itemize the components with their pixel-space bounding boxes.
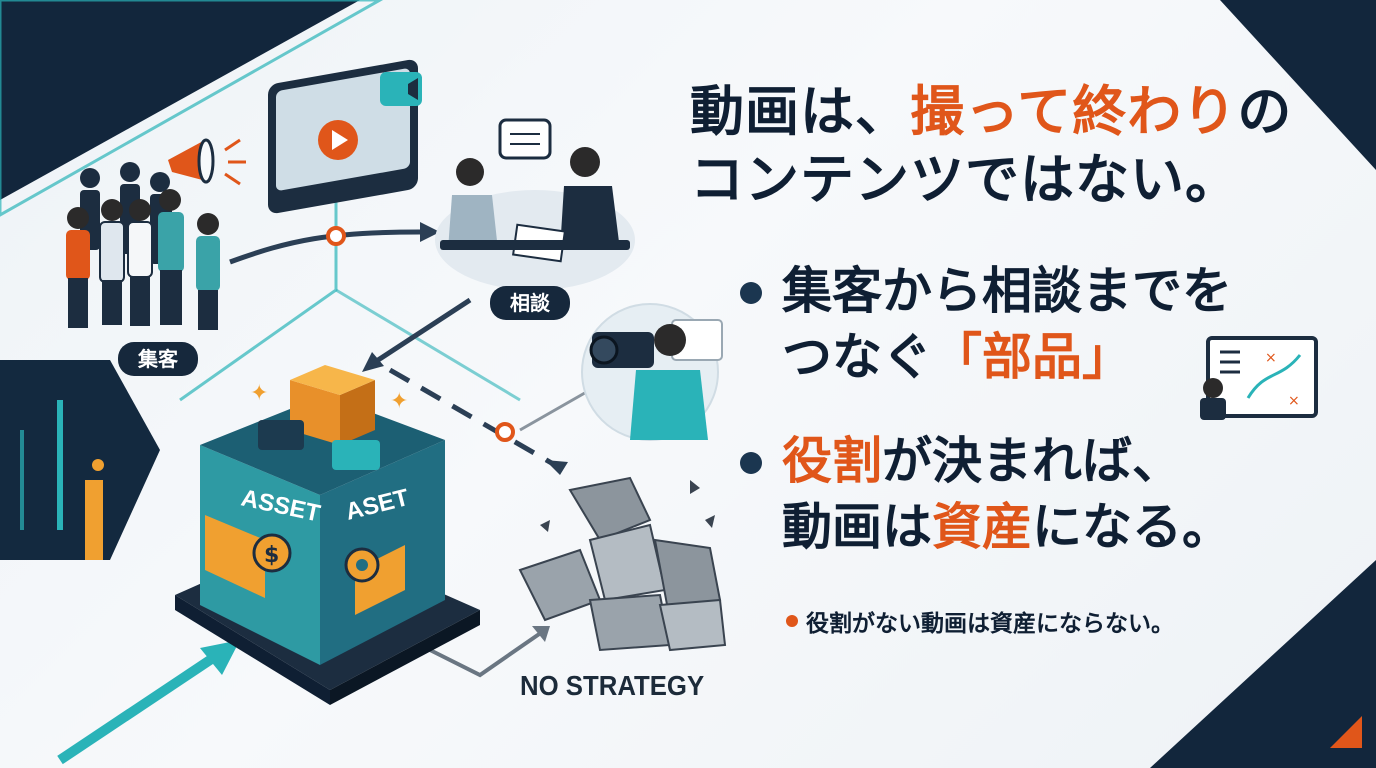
bullet-dot xyxy=(740,282,762,304)
flow-arrowhead xyxy=(362,352,384,372)
flow-line-teal xyxy=(335,288,521,402)
sparkle-icon: ✦ xyxy=(250,381,268,406)
left-hex-panel xyxy=(0,360,160,560)
flow-line-consult-asset xyxy=(373,297,472,365)
svg-text:×: × xyxy=(1265,350,1277,366)
flow-line-attract-consult xyxy=(229,229,421,265)
svg-text:$: $ xyxy=(264,543,279,568)
svg-text:×: × xyxy=(1288,393,1300,409)
headline-highlight: 撮って終わり xyxy=(910,80,1238,143)
bullet-highlight: 「部品」 xyxy=(932,328,1132,386)
bullet-2-line-2: 動画は資産になる。 xyxy=(782,494,1376,560)
bullet-highlight: 役割 xyxy=(782,432,882,490)
bullet-text: になる。 xyxy=(1032,498,1232,556)
growth-arrowhead xyxy=(200,640,240,675)
coin-icon xyxy=(252,533,292,573)
bullet-1-line-2: つなぐ「部品」 xyxy=(782,324,1376,390)
bullet-1: 集客から相談までを つなぐ「部品」 xyxy=(782,258,1376,390)
corner-accent-bottom-right xyxy=(1330,716,1362,748)
note-dot xyxy=(786,615,798,627)
bullet-dot xyxy=(740,452,762,474)
left-panel-bar-orange xyxy=(85,480,103,560)
flow-arrowhead xyxy=(532,626,550,642)
flow-line-grey xyxy=(429,628,547,678)
strategy-board-icon: × × xyxy=(1200,336,1318,420)
attract-tag: 集客 xyxy=(118,342,198,376)
flow-arrowhead xyxy=(420,222,440,242)
left-panel-light xyxy=(92,459,104,471)
bullet-text: つなぐ xyxy=(782,328,932,386)
broken-blocks-illustration xyxy=(518,476,727,652)
flow-arrowhead xyxy=(545,460,568,475)
bullet-2-line-1: 役割が決まれば、 xyxy=(782,428,1376,494)
growth-arrow xyxy=(57,645,228,765)
headline-text: 動画は、 xyxy=(690,80,910,143)
bullet-text: が決まれば、 xyxy=(882,432,1182,490)
crowd-illustration xyxy=(66,138,246,330)
corner-shape-top-left xyxy=(0,0,360,200)
consultation-illustration xyxy=(435,118,635,290)
video-camera-icon xyxy=(380,72,422,106)
bullet-1-line-1: 集客から相談までを xyxy=(782,262,1232,320)
headline-line-2: コンテンツではない。 xyxy=(690,148,1240,211)
footnote: 役割がない動画は資産にならない。 xyxy=(806,611,1174,637)
corner-shape-bottom-right xyxy=(1150,560,1376,768)
headline: 動画は、撮って終わりの コンテンツではない。 xyxy=(690,78,1350,214)
flow-node xyxy=(495,422,515,442)
corner-shape-top-right xyxy=(1220,0,1376,170)
sparkle-icon: ✦ xyxy=(390,389,408,414)
consult-tag: 相談 xyxy=(490,286,570,320)
asset-cube-illustration: $ ASSET ASET ✦ ✦ xyxy=(175,365,480,705)
speech-bubble-icon xyxy=(498,118,552,160)
corner-line-top-left xyxy=(0,0,384,217)
headline-line-1: 動画は、撮って終わりの xyxy=(690,78,1350,146)
bullet-highlight: 資産 xyxy=(932,498,1032,556)
no-strategy-label: NO STRATEGY xyxy=(520,670,705,701)
video-player-illustration xyxy=(268,59,422,214)
camera-operator-illustration xyxy=(581,303,723,441)
headline-text: の xyxy=(1237,80,1293,143)
flow-line-dashed xyxy=(388,367,557,468)
bullet-text: 動画は xyxy=(782,498,932,556)
flow-line-grey xyxy=(519,388,591,432)
flow-node xyxy=(326,226,346,246)
bullet-2: 役割が決まれば、 動画は資産になる。 xyxy=(782,428,1376,560)
